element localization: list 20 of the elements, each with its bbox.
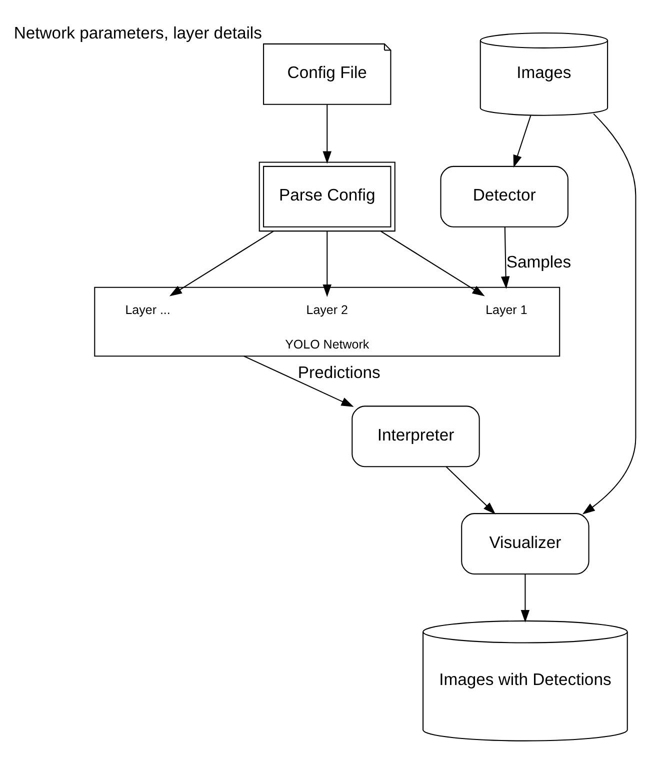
arrow [500, 227, 510, 289]
node-text: Layer 1 [486, 303, 528, 318]
arrow [380, 230, 485, 296]
node-label: Network parameters, layer details [14, 24, 262, 43]
arrow [244, 356, 354, 407]
arrow [582, 113, 636, 514]
arrow [520, 574, 530, 622]
node-box: Interpreter [352, 406, 480, 468]
arrow [322, 231, 332, 297]
node-text: Layer 2 [306, 303, 348, 318]
edge-label: Samples [506, 252, 572, 272]
edge-label: Predictions [298, 362, 380, 382]
node-box: Visualizer [461, 513, 590, 575]
node-box: Detector [440, 166, 568, 228]
arrow [322, 104, 332, 164]
arrow [169, 230, 274, 296]
arrow [513, 115, 532, 168]
node-text: Layer ... [125, 303, 170, 318]
arrow [446, 466, 496, 514]
node-box: Parse Config [258, 162, 396, 232]
